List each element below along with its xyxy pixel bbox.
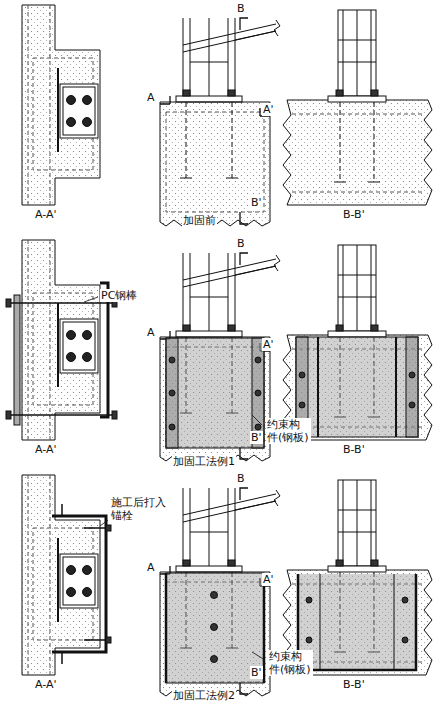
section-title: A-A' [34,208,58,221]
figure-caption: 加固前 [182,214,217,227]
part-label: 施工后打入 锚栓 [110,496,169,522]
figure-caption: 加固工法例2 [172,689,236,702]
section-mark: B' [250,666,263,679]
section-mark: B [236,2,246,15]
section-title: B-B' [342,678,366,691]
row-method-2 [22,475,432,696]
section-mark: B' [250,431,263,444]
row-method-1 [6,240,432,461]
section-title: A-A' [34,443,58,456]
part-label: 约束构件(钢板) [266,418,311,444]
figure-caption: 加固工法例1 [172,455,236,468]
section-mark: A' [262,103,275,116]
section-mark: A [146,326,156,339]
section-mark: A' [262,338,275,351]
section-title: A-A' [34,678,58,691]
section-title: B-B' [342,443,366,456]
section-mark: B [236,472,246,485]
section-mark: A [146,91,156,104]
section-mark: B [236,237,246,250]
part-label: 约束构件(钢板) [268,650,313,676]
section-mark: A [146,561,156,574]
section-mark: B' [250,196,263,209]
row-before [22,5,432,226]
section-mark: A' [262,573,275,586]
part-label: PC钢棒 [100,289,138,302]
section-title: B-B' [342,208,366,221]
